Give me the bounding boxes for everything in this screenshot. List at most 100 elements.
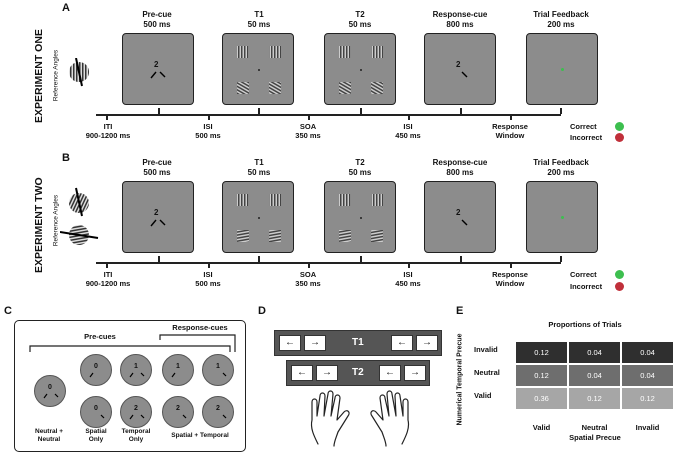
experiment-one-label: EXPERIMENT ONE — [33, 29, 45, 123]
screen-t1-2 — [222, 181, 294, 253]
panel-label-b: B — [62, 152, 70, 164]
screen-precue-2: 2 — [122, 181, 194, 253]
row-label-t1: T1 — [352, 337, 364, 348]
correct-dot-1 — [615, 122, 624, 131]
feedback-dot — [561, 68, 564, 71]
panel-label-d: D — [258, 305, 266, 317]
heatmap-cell: 0.04 — [568, 341, 621, 364]
timeline-1 — [96, 114, 561, 116]
incorrect-label-1: Incorrect — [570, 133, 603, 142]
cue-number: 2 — [456, 60, 461, 69]
heatmap-cell: 0.12 — [515, 341, 568, 364]
screen-feedback-2 — [526, 181, 598, 253]
incorrect-dot-1 — [615, 133, 624, 142]
caption-temporal: Temporal Only — [121, 428, 151, 443]
key-right-a-t2: → — [316, 365, 338, 381]
cue-number: 2 — [456, 208, 461, 217]
experiment-two-label: EXPERIMENT TWO — [33, 177, 45, 273]
keyboard-row-t1: ← → T1 ← → — [274, 330, 442, 356]
key-right-b-t1: → — [416, 335, 438, 351]
responsecues-label: Response-cues — [172, 323, 228, 332]
cue-circle-both-bottom-1: 2 — [162, 396, 194, 428]
cue-circle-both-bottom-2: 2 — [202, 396, 234, 428]
panel-c-box — [14, 320, 246, 452]
col-label-neutral: Neutral — [581, 423, 608, 432]
cue-circle-spatial-bottom: 0 — [80, 396, 112, 428]
heatmap-title: Proportions of Trials — [548, 320, 622, 329]
correct-label-2: Correct — [570, 270, 597, 279]
screen-feedback-1 — [526, 33, 598, 105]
key-left-a-t1: ← — [279, 335, 301, 351]
hands-icon — [310, 390, 410, 447]
reference-angles-label-1: Reference Angles — [52, 49, 60, 102]
screen-t2-1 — [324, 33, 396, 105]
heatmap-cell: 0.12 — [568, 387, 621, 410]
cue-circle-temporal-top: 1 — [120, 354, 152, 386]
cue-number: 2 — [154, 208, 159, 217]
cue-circle-temporal-bottom: 2 — [120, 396, 152, 428]
cue-circle-both-top-1: 1 — [162, 354, 194, 386]
panel-label-e: E — [456, 305, 464, 317]
correct-label-1: Correct — [570, 122, 597, 131]
heatmap-xlabel: Spatial Precue — [569, 433, 621, 442]
incorrect-dot-2 — [615, 282, 624, 291]
panel-c-brackets — [29, 334, 236, 352]
row-label-neutral: Neutral — [474, 368, 500, 377]
caption-spatial: Spatial Only — [85, 428, 107, 443]
key-left-b-t2: ← — [379, 365, 401, 381]
row-label-t2: T2 — [352, 367, 364, 378]
heatmap-cell: 0.12 — [515, 364, 568, 387]
panel-label-c: C — [4, 305, 12, 317]
heatmap-ylabel: Numerical Temporal Precue — [456, 333, 464, 426]
precues-label: Pre-cues — [84, 332, 116, 341]
timeline-2 — [96, 262, 561, 264]
screen-t2-2 — [324, 181, 396, 253]
screen-t1-1 — [222, 33, 294, 105]
key-left-b-t1: ← — [391, 335, 413, 351]
row-label-valid: Valid — [474, 391, 492, 400]
panel-label-a: A — [62, 2, 70, 14]
reference-angles-label-2: Reference Angles — [52, 194, 60, 247]
caption-neutral: Neutral + Neutral — [35, 428, 63, 443]
key-left-a-t2: ← — [291, 365, 313, 381]
heatmap-cell: 0.36 — [515, 387, 568, 410]
screen-precue-1: 2 — [122, 33, 194, 105]
heatmap-cell: 0.12 — [621, 387, 674, 410]
reference-gratings — [69, 58, 89, 217]
cue-circle-both-top-2: 1 — [202, 354, 234, 386]
heatmap-cell: 0.04 — [568, 364, 621, 387]
col-label-invalid: Invalid — [635, 423, 660, 432]
caption-both: Spatial + Temporal — [171, 432, 229, 439]
incorrect-label-2: Incorrect — [570, 282, 603, 291]
key-right-a-t1: → — [304, 335, 326, 351]
screen-responsecue-2: 2 — [424, 181, 496, 253]
heatmap-cell: 0.04 — [621, 364, 674, 387]
heatmap-cell: 0.04 — [621, 341, 674, 364]
col-label-valid: Valid — [532, 423, 551, 432]
reference-grating-horizontal — [60, 225, 99, 245]
cue-circle-neutral: 0 — [34, 375, 66, 407]
cue-circle-spatial-top: 0 — [80, 354, 112, 386]
keyboard-row-t2: ← → T2 ← → — [286, 360, 430, 386]
correct-dot-2 — [615, 270, 624, 279]
